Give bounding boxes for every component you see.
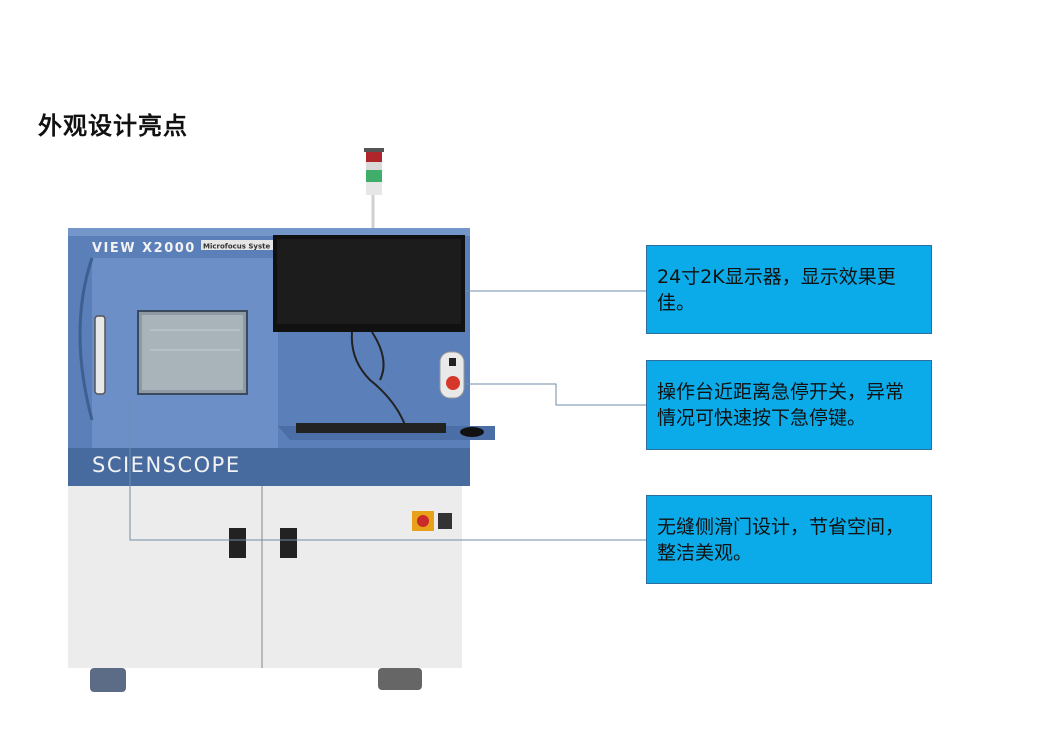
callout-emergency-stop-text: 操作台近距离急停开关，异常情况可快速按下急停键。 (657, 381, 905, 429)
signal-tower (364, 148, 384, 232)
callout-emergency-stop: 操作台近距离急停开关，异常情况可快速按下急停键。 (646, 360, 932, 450)
callout-monitor: 24寸2K显示器，显示效果更佳。 (646, 245, 932, 334)
monitor (273, 235, 465, 426)
keyboard-tray (278, 423, 495, 440)
machine-lower-cabinet (68, 486, 462, 692)
callout-sliding-door: 无缝侧滑门设计，节省空间，整洁美观。 (646, 495, 932, 584)
machine-model-label: VIEW X2000 (92, 241, 196, 256)
leader-lines (129, 290, 646, 541)
emergency-stop-panel (439, 351, 465, 399)
callout-monitor-text: 24寸2K显示器，显示效果更佳。 (657, 265, 896, 314)
machine-brand-label: SCIENSCOPE (92, 453, 241, 477)
callout-sliding-door-text: 无缝侧滑门设计，节省空间，整洁美观。 (657, 515, 905, 564)
machine-subtitle-label: Microfocus Syste (203, 243, 270, 251)
page-title: 外观设计亮点 (38, 111, 188, 140)
machine-upper-body (68, 228, 470, 486)
